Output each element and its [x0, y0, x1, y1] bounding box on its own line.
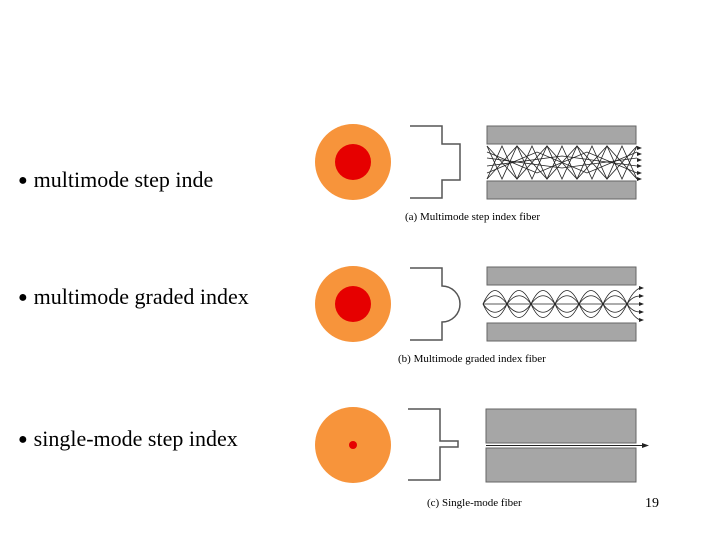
bullet-text: multimode step inde — [33, 167, 214, 192]
ray-arrowhead-c — [642, 443, 649, 448]
core-circle-c — [349, 441, 357, 449]
caption-a: (a) Multimode step index fiber — [405, 211, 541, 223]
ray-paths-b — [482, 287, 641, 321]
fiber-b-group — [315, 266, 644, 342]
bullet-text: single-mode step index — [33, 426, 238, 451]
cladding-bottom-b — [486, 322, 637, 342]
caption-b: (b) Multimode graded index fiber — [398, 353, 546, 365]
fiber-a-group — [315, 124, 642, 200]
caption-c: (c) Single-mode fiber — [427, 497, 522, 509]
cladding-top-a — [486, 125, 637, 145]
index-profile-b — [410, 267, 461, 341]
bullet-multimode-graded: ● multimode graded index — [18, 284, 249, 311]
cladding-top-c — [485, 408, 637, 444]
core-circle-a — [335, 144, 371, 180]
cladding-bottom-a — [486, 180, 637, 200]
ray-arrowheads-b — [639, 286, 644, 322]
bullet-single-mode: ● single-mode step index — [18, 426, 238, 453]
fiber-c-group — [315, 407, 649, 483]
cladding-top-b — [486, 266, 637, 286]
bullet-multimode-step: ● multimode step inde — [18, 167, 213, 194]
bullet-dot-icon: ● — [18, 431, 28, 448]
bullet-dot-icon: ● — [18, 289, 28, 306]
page-number: 19 — [645, 496, 659, 511]
bullet-text: multimode graded index — [33, 284, 249, 309]
index-profile-c — [408, 408, 459, 481]
bullet-dot-icon: ● — [18, 172, 28, 189]
core-circle-b — [335, 286, 371, 322]
index-profile-a — [410, 125, 461, 199]
cladding-bottom-c — [485, 447, 637, 483]
ray-arrowheads-a — [637, 146, 642, 181]
ray-paths-a — [486, 145, 638, 180]
